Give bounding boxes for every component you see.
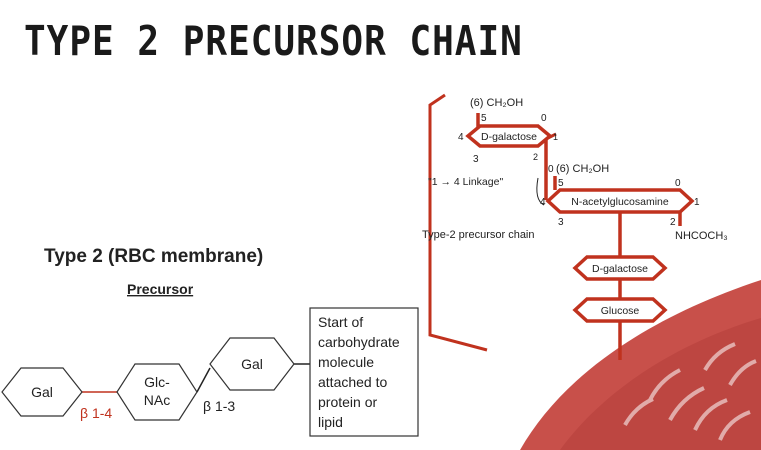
d-galactose-top-label: D-galactose [481,131,537,143]
box-line-6: lipid [318,414,343,430]
carbon-5-top: 5 [481,113,487,124]
nhcoch3-label: NHCOCH₃ [675,230,728,242]
oxygen-0-top: 0 [541,113,547,124]
n-acetylglucosamine-label: N-acetylglucosamine [571,196,669,208]
gal-hexagon-1-label: Gal [31,384,53,400]
oxygen-0-mid: 0 [548,164,554,175]
d-galactose-bottom-label: D-galactose [592,263,648,275]
oxygen-0-right: 0 [675,178,681,189]
type2-chain-label: Type-2 precursor chain [422,229,535,241]
beta13-label: β 1-3 [203,398,235,414]
glcnac-label-line1: Glc- [144,374,170,390]
decorative-cell-blob [520,280,761,450]
carbohydrate-start-box [309,307,419,437]
type2-heading: Type 2 (RBC membrane) [44,246,263,267]
precursor-subheading: Precursor [127,281,194,297]
n-acetylglucosamine-ring [545,188,695,214]
carbon-2-mid: 2 [670,217,676,228]
d-galactose-ring-bottom [572,255,668,281]
beta13-bond-line [196,367,211,393]
glucose-label: Glucose [601,305,640,317]
carbon-1-mid: 1 [694,197,700,208]
beta14-label: β 1-4 [80,405,112,421]
gal-hexagon-1 [1,367,83,417]
linkage-pointer [536,177,545,206]
gal-hexagon-2 [209,337,295,391]
box-line-4: attached to [318,374,387,390]
box-line-5: protein or [318,394,377,410]
glucose-ring [572,297,668,323]
ch2oh-top-label: (6) CH₂OH [470,97,523,109]
glcnac-hexagon [116,363,198,421]
carbon-4-mid: 4 [540,197,546,208]
carbon-numbers: 5 0 4 1 3 2 0 5 0 4 1 3 2 [458,113,700,228]
ch2oh-mid-label: (6) CH₂OH [556,163,609,175]
d-galactose-ring-top [465,124,553,148]
box-line-1: Start of [318,314,363,330]
carbon-3-top: 3 [473,154,479,165]
glcnac-label-line2: NAc [144,392,170,408]
carbon-3-mid: 3 [558,217,564,228]
slide-title: TYPE 2 PRECURSOR CHAIN [24,18,523,66]
carbon-5-mid: 5 [558,178,564,189]
linkage-label: "1 → 4 Linkage" [428,176,503,188]
carbon-4-top: 4 [458,132,464,143]
carbohydrate-start-box-text: Start of carbohydrate molecule attached … [318,314,400,430]
carbon-2-top: 2 [533,152,538,162]
gal-hexagon-2-label: Gal [241,356,263,372]
chain-bracket [428,93,488,352]
box-line-3: molecule [318,354,374,370]
box-line-2: carbohydrate [318,334,400,350]
carbon-1-top: 1 [553,132,558,142]
